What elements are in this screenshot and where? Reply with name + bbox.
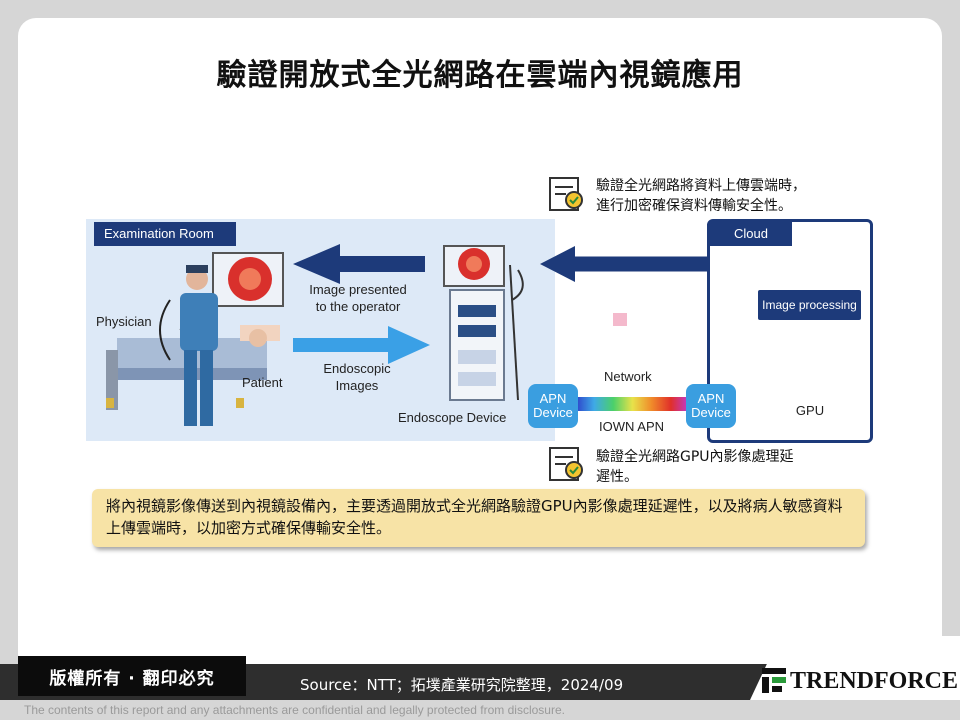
trendforce-logo-text: TRENDFORCE: [790, 668, 959, 694]
examination-room-label: Examination Room: [94, 222, 236, 246]
endoscope-tower-icon: [443, 245, 524, 401]
confidential-notice: The contents of this report and any atta…: [24, 703, 565, 717]
apn-device-left: APN Device: [528, 384, 578, 428]
patient-label: Patient: [242, 375, 283, 390]
physician-label: Physician: [96, 314, 152, 329]
image-processing-box: Image processing: [758, 290, 861, 320]
network-label: Network: [604, 369, 652, 384]
document-check-icon: [549, 177, 583, 211]
note-bottom: 驗證全光網路GPU內影像處理延 遲性。: [596, 449, 794, 485]
endoscope-device-label: Endoscope Device: [398, 410, 507, 425]
page-title: 驗證開放式全光網路在雲端內視鏡應用: [216, 58, 744, 93]
source-label: Source：NTT；拓墣產業研究院整理，2024/09: [300, 676, 624, 694]
trendforce-logo-icon: [762, 668, 786, 693]
iown-apn-label: IOWN APN: [599, 419, 665, 434]
iown-apn-gradient-bar: [575, 397, 690, 411]
left-arrow-icon: [293, 244, 425, 284]
physician-icon: [159, 265, 218, 426]
cloud-label: Cloud: [710, 222, 792, 246]
right-arrow-icon: [293, 326, 430, 364]
summary-box: 將內視鏡影像傳送到內視鏡設備內，主要透過開放式全光網路驗證GPU內影像處理延遲性…: [92, 489, 865, 547]
gpu-label: GPU: [795, 403, 825, 418]
note-top: 驗證全光網路將資料上傳雲端時， 進行加密確保資料傳輸安全性。: [596, 178, 806, 214]
image-presented-label: Image presented to the operator: [309, 282, 407, 314]
marker-square: [613, 313, 627, 326]
apn-device-right: APN Device: [686, 384, 736, 428]
endoscopic-images-label: Endoscopic Images: [323, 361, 391, 393]
copyright-label: 版權所有 · 翻印必究: [18, 656, 246, 696]
document-check-icon: [549, 447, 583, 481]
